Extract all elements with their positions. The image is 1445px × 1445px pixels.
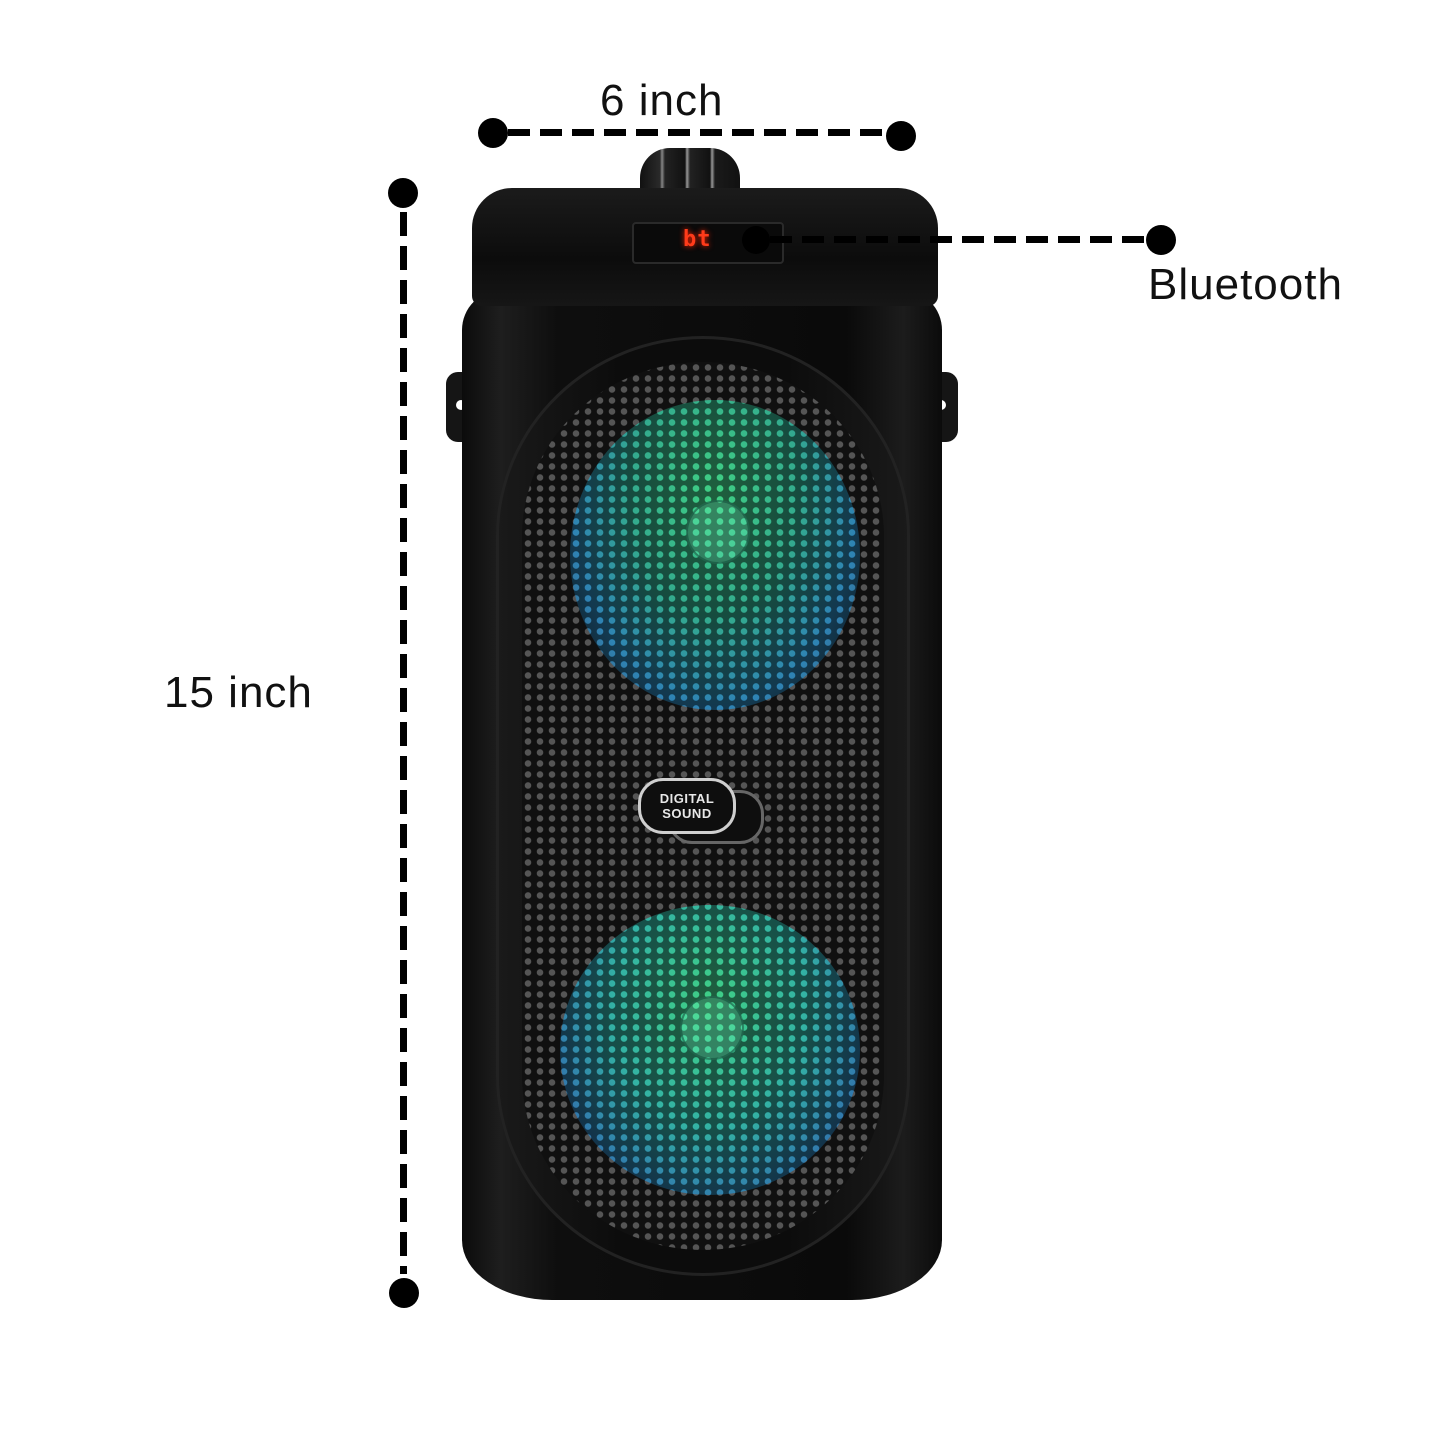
bluetooth-indicator xyxy=(742,226,770,254)
width-end-dot xyxy=(886,121,916,151)
bluetooth-dashed-line xyxy=(770,236,1148,243)
bluetooth-label: Bluetooth xyxy=(1148,260,1343,309)
height-label: 15 inch xyxy=(164,668,313,717)
upper-woofer-cap xyxy=(686,500,750,564)
height-start-dot xyxy=(388,178,418,208)
height-dashed-line xyxy=(400,212,407,1274)
width-label: 6 inch xyxy=(600,76,724,125)
led-display-text: bt xyxy=(683,227,712,252)
bluetooth-end-dot xyxy=(1146,225,1176,255)
badge-line-2: SOUND xyxy=(662,806,712,821)
badge-line-1: DIGITAL xyxy=(659,791,715,806)
width-start-dot xyxy=(478,118,508,148)
width-dashed-line xyxy=(508,129,888,136)
digital-sound-badge: DIGITAL SOUND xyxy=(638,778,736,834)
height-end-dot xyxy=(389,1278,419,1308)
lower-woofer-cap xyxy=(680,996,744,1060)
